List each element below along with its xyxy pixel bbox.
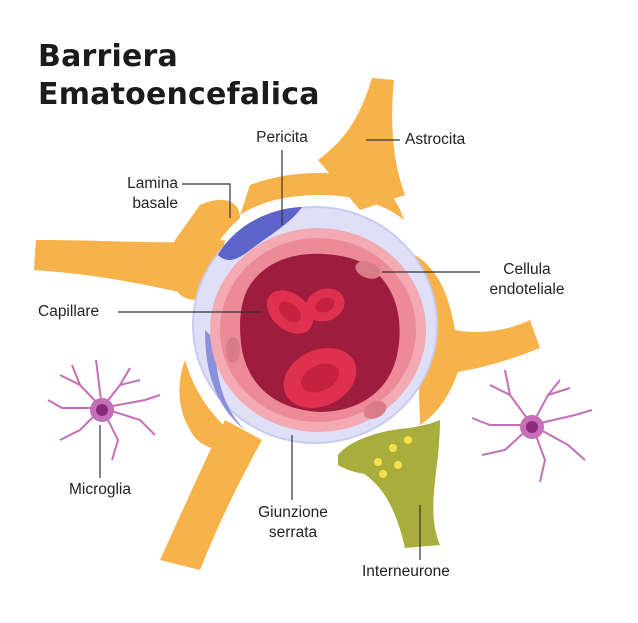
leader-lamina bbox=[182, 183, 231, 218]
label-cellula-endoteliale: Cellula endoteliale bbox=[472, 260, 582, 300]
microglia-cell-right bbox=[471, 369, 593, 483]
label-giunzione-line-1: Giunzione bbox=[258, 504, 328, 521]
microglia-cell-left bbox=[47, 359, 161, 461]
title-line-2: Ematoencefalica bbox=[38, 77, 320, 112]
diagram-title: Barriera Ematoencefalica bbox=[38, 38, 320, 114]
label-lamina-basale: Lamina basale bbox=[90, 174, 178, 214]
pericyte bbox=[218, 207, 302, 260]
label-microglia: Microglia bbox=[68, 481, 131, 498]
label-capillare: Capillare bbox=[38, 303, 100, 320]
label-giunzione-line-2: serrata bbox=[268, 524, 318, 541]
leader-lines bbox=[99, 139, 480, 560]
interneuron bbox=[338, 420, 440, 548]
label-interneurone: Interneurone bbox=[362, 563, 450, 580]
label-lamina-line-2: basale bbox=[132, 195, 178, 212]
title-line-1: Barriera bbox=[38, 39, 178, 74]
red-blood-cells bbox=[266, 288, 357, 409]
label-lamina-line-1: Lamina bbox=[127, 175, 178, 192]
label-cellula-line-1: Cellula bbox=[503, 261, 551, 278]
label-cellula-line-2: endoteliale bbox=[489, 281, 565, 298]
label-giunzione-serrata: Giunzione serrata bbox=[238, 503, 348, 543]
label-astrocita: Astrocita bbox=[405, 131, 466, 148]
label-pericita: Pericita bbox=[256, 129, 308, 146]
astrocyte bbox=[34, 78, 540, 570]
